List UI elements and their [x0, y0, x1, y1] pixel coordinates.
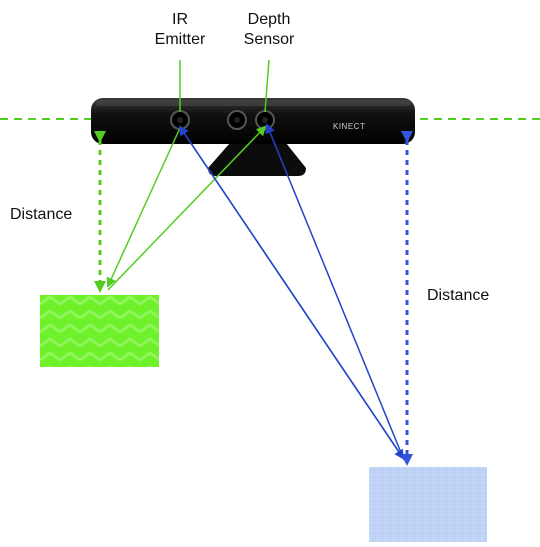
ir-emitter-label-line1: IR [172, 11, 188, 28]
near-object [40, 295, 159, 367]
depth-sensor-callout [264, 59, 270, 113]
reflect-ray-far [178, 125, 404, 459]
far-object [369, 467, 487, 542]
device-brand-label: KINECT [333, 122, 365, 131]
ir-emitter-label: IR Emitter [140, 10, 220, 50]
depth-sensor-label-line1: Depth [247, 11, 291, 28]
reflect-ray-far-sensor [265, 123, 405, 461]
emit-ray-near [106, 127, 181, 288]
distance-label-near: Distance [10, 206, 73, 223]
sensor-stand [208, 143, 306, 176]
depth-sensor-label-line2: Sensor [243, 31, 295, 48]
kinect-sensor-body [91, 98, 415, 144]
reflect-ray-near [107, 125, 267, 291]
ir-emitter-label-line2: Emitter [154, 31, 206, 48]
depth-sensor-label: Depth Sensor [229, 10, 309, 50]
distance-label-far: Distance [427, 287, 490, 304]
